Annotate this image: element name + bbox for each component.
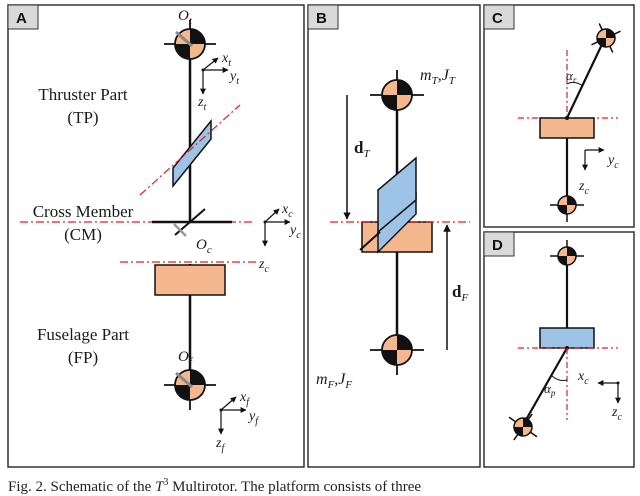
frame-t-axes [200,57,229,95]
label-mass-fuselage: mF,JF [316,371,352,391]
label-thruster-abbr: (TP) [67,108,98,127]
label-alpha-r: αr [566,68,577,85]
panel-a-tag-box [7,4,39,30]
label-z-t: zt [197,95,206,113]
fuselage-box [154,264,226,296]
panel-a-tag: A [16,10,27,27]
fuselage-rotor [164,360,216,410]
label-y-c-c: yc [606,153,619,171]
panel-a-border [7,4,305,468]
fuselage-rotor-b [370,325,424,375]
label-cross-member: Cross Member [33,202,134,221]
label-cross-abbr: (CM) [64,225,102,244]
thruster-rotor-b [370,70,424,120]
label-z-c: zc [258,257,269,275]
frame-c-axes [262,208,291,247]
label-o-t: Ot [178,8,193,27]
panel-b-tag-box [307,4,339,30]
panel-d: D αp xc zc [483,231,635,468]
label-x-c: xc [281,202,293,220]
thruster-plate-b-upper [377,156,417,234]
frame-f-axes [218,396,247,435]
label-x-t: xt [221,51,231,69]
cross-member [152,208,232,237]
rotor-d-bottom [508,413,538,441]
label-mass-thruster: mT,JT [420,67,456,87]
panel-c: C αr yc zc [483,4,635,228]
label-x-f: xf [239,390,250,408]
panel-d-border [483,231,635,468]
label-o-f: Of [178,349,194,368]
label-o-c: Oc [196,237,212,256]
label-y-t: yt [228,69,239,87]
frame-c-axes-d [597,380,621,404]
panel-c-tag: C [492,10,503,27]
panel-a: A Ot xt yt zt [7,4,305,468]
label-y-c: yc [288,223,301,241]
schematic-figure: A Ot xt yt zt [7,4,635,468]
label-distance-t: dT [354,138,370,160]
label-y-f: yf [247,409,259,427]
panel-c-border [483,4,635,228]
figure-caption: Fig. 2. Schematic of the T3 Multirotor. … [8,477,422,495]
frame-c-axes-c [582,147,605,171]
label-thruster-part: Thruster Part [38,85,128,104]
thruster-rotor [164,20,216,68]
fuselage-box-d [539,327,595,349]
thruster-plate [172,118,212,189]
label-fuselage-abbr: (FP) [68,348,98,367]
label-alpha-p: αp [544,381,556,398]
panel-b-tag: B [316,10,327,27]
fuselage-box-c [539,117,595,139]
label-z-f: zf [215,436,225,454]
panel-b: B mT,JT mF,JF dT dF [307,4,481,468]
label-x-c-d: xc [577,369,589,387]
rotor-d-top [550,240,584,272]
label-fuselage-part: Fuselage Part [37,325,129,344]
label-distance-f: dF [452,282,468,304]
rotor-c-bottom [550,190,584,222]
panel-d-tag: D [492,237,503,254]
panel-b-border [307,4,481,468]
label-z-c-d: zc [611,405,622,423]
panel-c-tag-box [483,4,515,30]
rotor-c-top [591,23,621,53]
label-z-c-c: zc [578,179,589,197]
panel-d-tag-box [483,231,515,257]
